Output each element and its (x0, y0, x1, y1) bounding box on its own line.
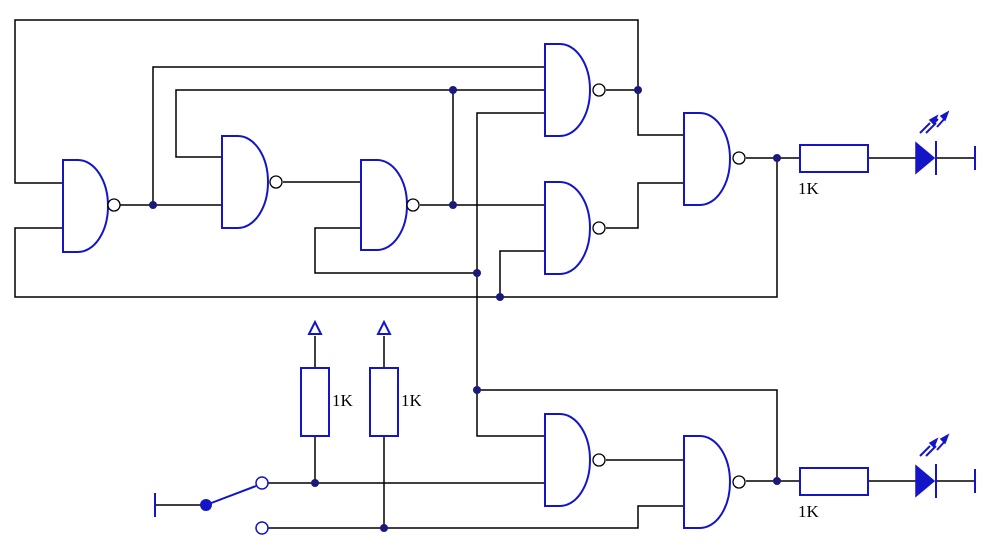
wire-g3-lower (314, 227, 477, 274)
wire-switch-b (268, 505, 684, 529)
nand-gate-g1 (62, 159, 121, 253)
resistor-label: 1K (401, 391, 423, 410)
resistor-output-top: 1K (798, 144, 869, 198)
nand-gate-g4 (544, 43, 606, 137)
nand-gate-g3 (360, 159, 420, 251)
wire-bus-g4 (476, 112, 545, 437)
resistor-label: 1K (798, 502, 820, 521)
resistor-label: 1K (798, 179, 820, 198)
nand-gate-g6 (683, 112, 746, 206)
nand-gate-g5 (544, 181, 606, 275)
wire-top-feedback (14, 19, 684, 184)
resistor-pullup-right: 1K (369, 367, 423, 437)
nand-gate-g7 (544, 413, 606, 507)
junction-dots (149, 86, 781, 532)
wire-bus-to-g8 (477, 389, 778, 481)
wire-g5-lower (499, 250, 545, 297)
resistor-output-bottom: 1K (798, 467, 869, 521)
wire-g1-up-g4 (152, 66, 545, 205)
wires (14, 19, 975, 529)
vcc-arrow-icon (307, 319, 323, 335)
vcc-arrow-icon (376, 319, 392, 335)
led-icon (915, 110, 950, 175)
led-icon (915, 433, 950, 498)
wire-g2-feedback (175, 89, 545, 158)
switch-icon[interactable] (200, 476, 269, 535)
resistor-pullup-left: 1K (300, 367, 354, 437)
nand-gate-g8 (683, 435, 746, 529)
wire-g5-g6 (606, 182, 684, 229)
nand-gate-g2 (221, 135, 283, 229)
resistor-label: 1K (332, 391, 354, 410)
wire-bottom-feedback (14, 160, 778, 298)
